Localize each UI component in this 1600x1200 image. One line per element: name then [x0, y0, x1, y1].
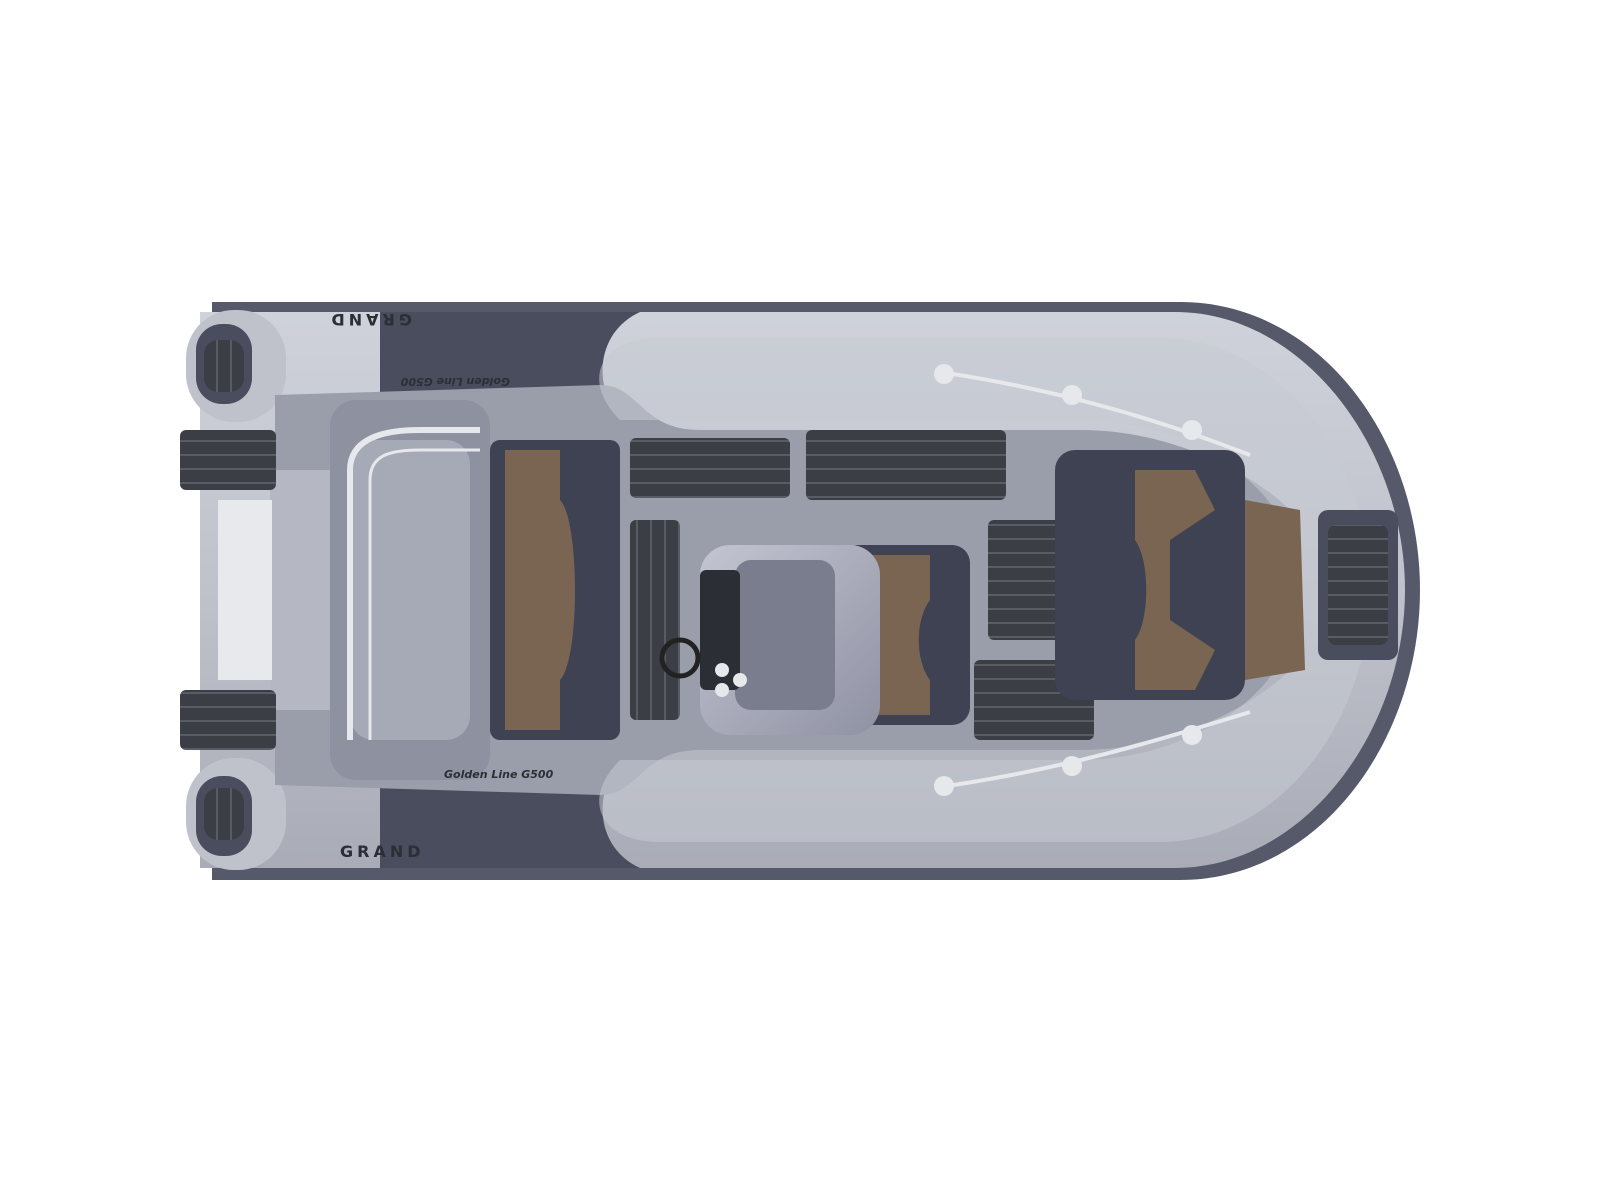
grab-rail-bottom [939, 710, 1251, 789]
rail-mount-4 [934, 776, 954, 796]
instrument-panel [700, 570, 740, 690]
rail-mount-6 [1182, 725, 1202, 745]
gauge-3-icon [733, 673, 747, 687]
grab-rail-top [939, 370, 1251, 457]
rail-mount-2 [1062, 385, 1082, 405]
floor-mat-fwd-top-a [630, 438, 790, 498]
model-label-bottom: Golden Line G500 [444, 768, 554, 781]
bow-anchor-mat [1328, 525, 1388, 645]
rail-mount-3 [1182, 420, 1202, 440]
swim-step-top [180, 430, 276, 490]
bow-cushion [1245, 500, 1305, 680]
outboard-bracket [218, 500, 272, 680]
tube-cone-bottom-mat [204, 788, 244, 840]
gauge-1-icon [715, 663, 729, 677]
gauge-2-icon [715, 683, 729, 697]
rail-mount-5 [1062, 756, 1082, 776]
floor-mat-side-left [630, 520, 680, 720]
steering-wheel-icon [659, 637, 701, 679]
brand-label-top: GRAND [327, 310, 412, 329]
bow-tube-inner [599, 338, 1370, 842]
console-seat-backrest [870, 555, 930, 715]
tube-cone-top-mat [204, 340, 244, 392]
floor-mat-fwd-top-b [806, 430, 1006, 500]
rear-cushion [350, 440, 470, 740]
rear-seat-backrest [505, 450, 575, 730]
transom [270, 470, 330, 710]
ski-pole-rail [347, 427, 480, 740]
ski-pole-rail-inner [368, 448, 480, 740]
model-label-top: Golden Line G500 [400, 375, 510, 388]
brand-label-bottom: GRAND [340, 842, 425, 861]
console-windshield [735, 560, 835, 710]
rail-mount-1 [934, 364, 954, 384]
swim-step-bottom [180, 690, 276, 750]
bow-seat-tan-wing [1135, 470, 1215, 690]
